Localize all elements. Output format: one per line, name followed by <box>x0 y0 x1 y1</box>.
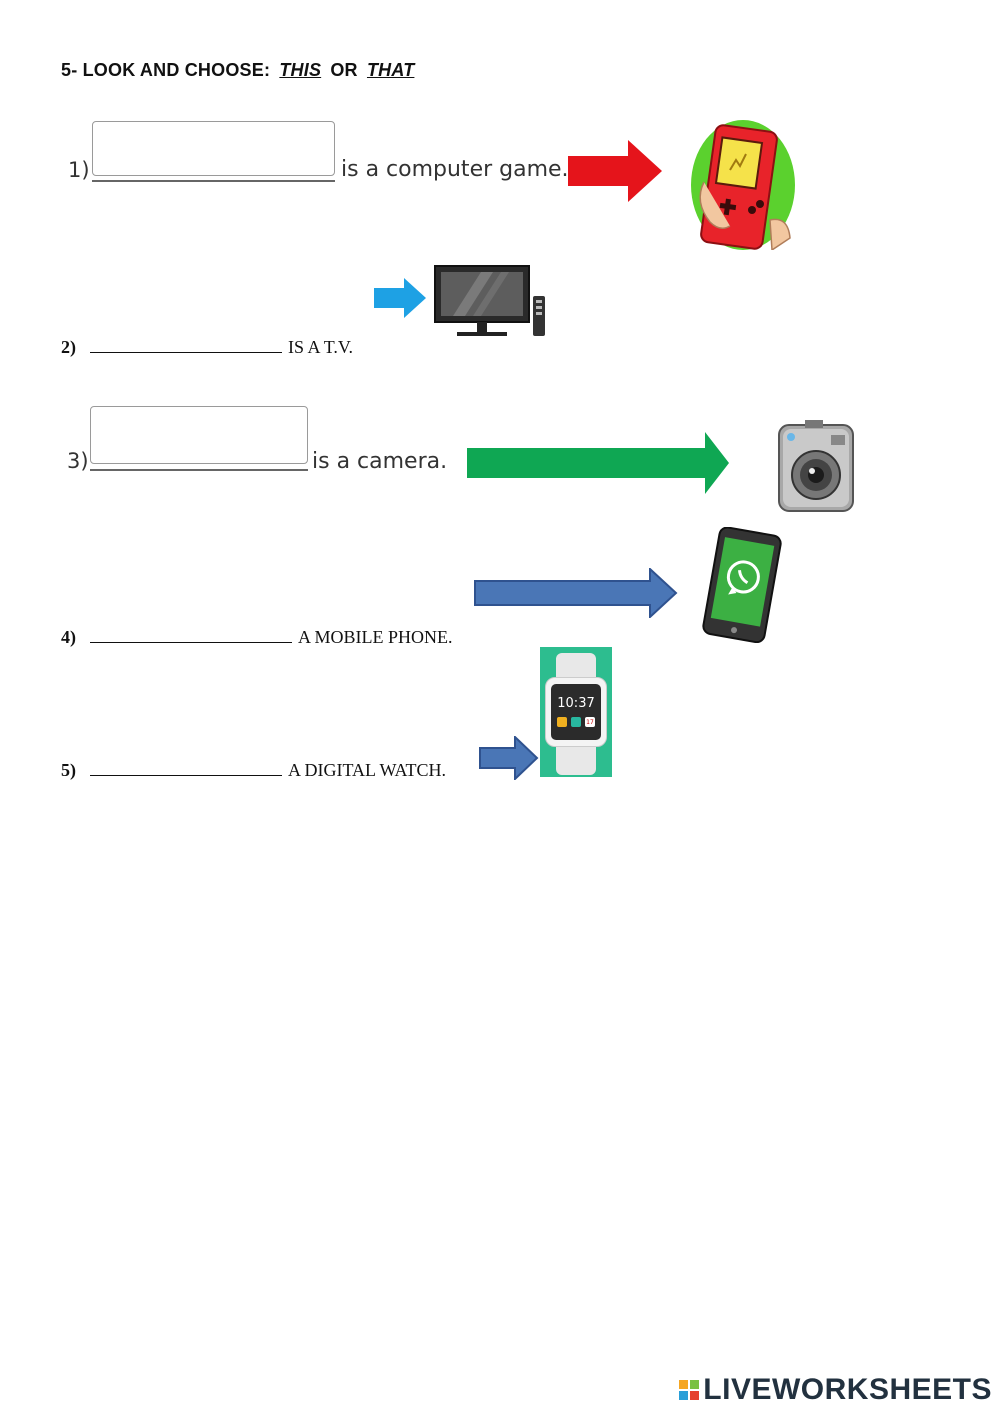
heading-word-this: THIS <box>279 60 322 80</box>
item-5-sentence: A DIGITAL WATCH. <box>288 760 447 780</box>
camera-icon <box>778 420 854 512</box>
watch-app-icon <box>557 717 567 727</box>
item-1-number: 1) <box>68 158 90 182</box>
item-1-sentence: is a computer game. <box>341 157 569 182</box>
item-4-number: 4) <box>61 627 76 647</box>
heading-word-that: THAT <box>366 60 415 80</box>
item-1-answer-box[interactable] <box>92 121 335 176</box>
item-3-number: 3) <box>67 449 89 473</box>
item-1-underline <box>92 180 335 182</box>
heading-joiner: OR <box>330 60 358 80</box>
item-2-line: 2) IS A T.V. <box>61 337 353 358</box>
item-2-number: 2) <box>61 337 76 357</box>
item-5-arrow-icon <box>479 736 539 780</box>
logo-text: LIVEWORKSHEETS <box>703 1373 992 1406</box>
watch-screen: 10:37 17 <box>551 684 601 740</box>
item-3-sentence: is a camera. <box>312 449 448 474</box>
item-4-arrow-icon <box>474 568 678 618</box>
logo-grid-icon <box>679 1380 700 1400</box>
liveworksheets-logo: LIVEWORKSHEETS <box>679 1373 992 1407</box>
handheld-game-icon <box>691 120 795 250</box>
item-4-line: 4) A MOBILE PHONE. <box>61 627 453 648</box>
item-1-arrow-icon <box>568 140 662 202</box>
item-5-line: 5) A DIGITAL WATCH. <box>61 760 446 781</box>
watch-strap-bottom <box>556 747 596 775</box>
item-5-answer-line[interactable] <box>90 760 282 776</box>
watch-app-icon <box>571 717 581 727</box>
tv-icon <box>434 265 545 336</box>
item-4-answer-line[interactable] <box>90 627 292 643</box>
item-2-sentence: IS A T.V. <box>288 337 354 357</box>
item-2-answer-line[interactable] <box>90 337 282 353</box>
item-3-answer-box[interactable] <box>90 406 308 464</box>
watch-strap-top <box>556 653 596 679</box>
heading-prefix: 5- LOOK AND CHOOSE: <box>61 60 271 80</box>
item-5-number: 5) <box>61 760 76 780</box>
watch-time: 10:37 <box>557 696 595 711</box>
item-3-arrow-icon <box>467 432 729 494</box>
item-4-sentence: A MOBILE PHONE. <box>298 627 453 647</box>
exercise-heading: 5- LOOK AND CHOOSE: THIS OR THAT <box>61 60 418 81</box>
watch-calendar-icon: 17 <box>585 717 595 727</box>
item-2-arrow-icon <box>374 278 426 318</box>
item-3-underline <box>90 469 308 471</box>
mobile-phone-icon <box>702 527 782 643</box>
smartwatch-icon: 10:37 17 <box>540 647 612 777</box>
